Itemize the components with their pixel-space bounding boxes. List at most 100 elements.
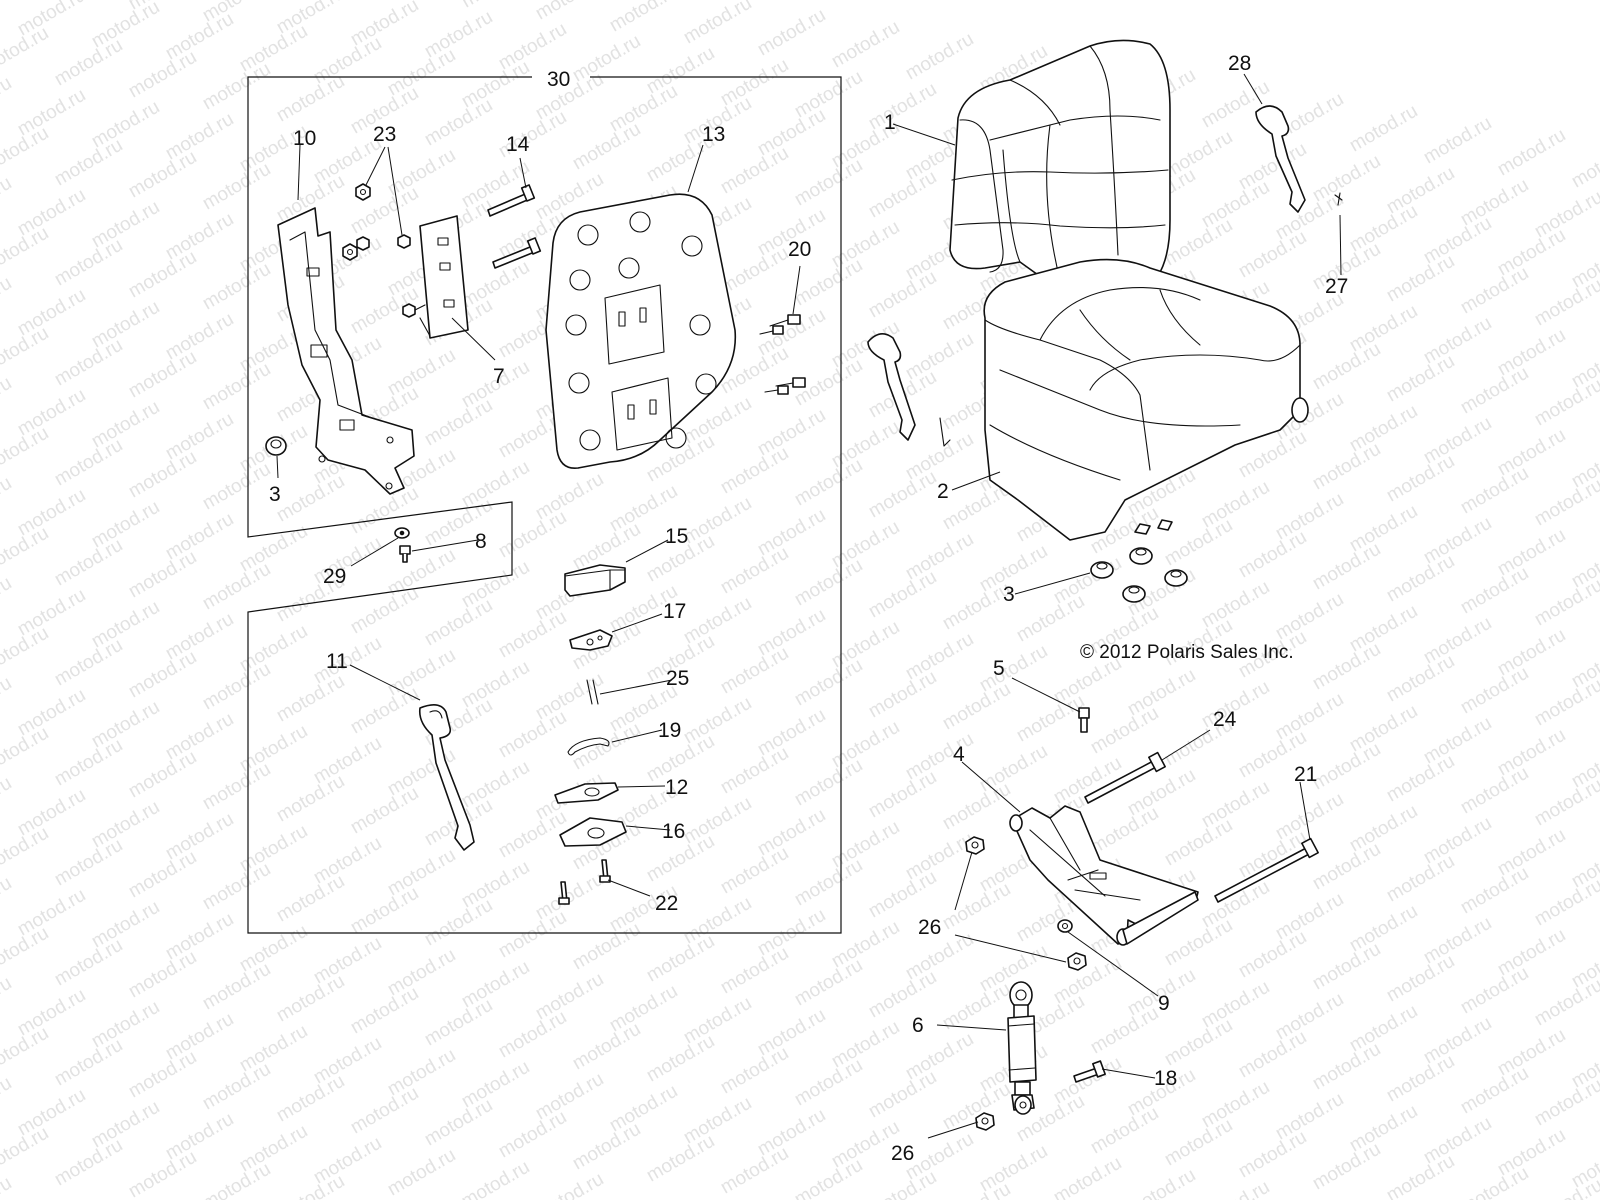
watermark-text: motod.ru bbox=[0, 573, 15, 629]
leader-lines bbox=[276, 73, 1342, 1139]
watermark-text: motod.ru bbox=[1531, 475, 1600, 531]
watermark-text: motod.ru bbox=[199, 859, 274, 915]
watermark-text: motod.ru bbox=[384, 1145, 459, 1200]
watermark-text: motod.ru bbox=[0, 73, 15, 129]
callout-24: 24 bbox=[1213, 708, 1237, 731]
watermark-text: motod.ru bbox=[347, 783, 422, 839]
watermark-text: motod.ru bbox=[0, 523, 52, 579]
part-28-hook bbox=[1255, 105, 1306, 213]
callout-23: 23 bbox=[373, 123, 396, 146]
watermark-text: motod.ru bbox=[1383, 451, 1458, 507]
watermark-text: motod.ru bbox=[1457, 663, 1532, 719]
part-6-shock-absorber bbox=[1007, 981, 1037, 1115]
watermark-text: motod.ru bbox=[1235, 1127, 1310, 1183]
watermark-text: motod.ru bbox=[1161, 215, 1236, 271]
watermark-text: motod.ru bbox=[791, 1155, 866, 1200]
callout-7: 7 bbox=[493, 365, 505, 388]
watermark-text: motod.ru bbox=[458, 0, 533, 12]
watermark-text: motod.ru bbox=[0, 1073, 15, 1129]
watermark-text: motod.ru bbox=[0, 873, 15, 929]
watermark-text: motod.ru bbox=[939, 779, 1014, 835]
watermark-text: motod.ru bbox=[1457, 1163, 1532, 1200]
watermark-text: motod.ru bbox=[1309, 639, 1384, 695]
watermark-text: motod.ru bbox=[0, 0, 15, 28]
callout-29: 29 bbox=[323, 565, 346, 588]
watermark-text: motod.ru bbox=[0, 223, 52, 279]
watermark-text: motod.ru bbox=[1087, 803, 1162, 859]
watermark-text: motod.ru bbox=[569, 719, 644, 775]
watermark-text: motod.ru bbox=[754, 5, 829, 61]
watermark-text: motod.ru bbox=[717, 143, 792, 199]
callout-27: 27 bbox=[1325, 275, 1348, 298]
watermark-text: motod.ru bbox=[347, 983, 422, 1039]
callout-17: 17 bbox=[663, 600, 686, 623]
watermark-text: motod.ru bbox=[1457, 1063, 1532, 1119]
watermark-text: motod.ru bbox=[0, 1123, 52, 1179]
watermark-text: motod.ru bbox=[532, 1169, 607, 1200]
callout-15: 15 bbox=[665, 525, 688, 548]
callouts: 1 2 3 3 4 5 6 7 8 9 10 11 12 13 14 15 16… bbox=[269, 52, 1348, 1165]
watermark-text: motod.ru bbox=[1383, 251, 1458, 307]
watermark-text: motod.ru bbox=[1457, 263, 1532, 319]
part-9-washer bbox=[1057, 919, 1073, 933]
watermark-text: motod.ru bbox=[51, 135, 126, 191]
watermark-text: motod.ru bbox=[1457, 363, 1532, 419]
watermark-text: motod.ru bbox=[1235, 1027, 1310, 1083]
callout-26-upper: 26 bbox=[918, 916, 941, 939]
watermark-text: motod.ru bbox=[51, 335, 126, 391]
watermark-text: motod.ru bbox=[717, 843, 792, 899]
watermark-text: motod.ru bbox=[0, 273, 15, 329]
watermark-text: motod.ru bbox=[421, 1095, 496, 1151]
watermark-text: motod.ru bbox=[0, 323, 52, 379]
part-23-nuts bbox=[342, 183, 416, 318]
part-17-latch bbox=[569, 629, 613, 651]
watermark-text: motod.ru bbox=[0, 823, 52, 879]
watermark-text: motod.ru bbox=[791, 555, 866, 611]
watermark-text: motod.ru bbox=[0, 123, 52, 179]
watermark-text: motod.ru bbox=[0, 373, 15, 429]
watermark-text: motod.ru bbox=[51, 1035, 126, 1091]
watermark-text: motod.ru bbox=[347, 883, 422, 939]
part-12-plate bbox=[554, 782, 619, 804]
watermark-text: motod.ru bbox=[1457, 763, 1532, 819]
watermark-text: motod.ru bbox=[199, 659, 274, 715]
watermark-text: motod.ru bbox=[0, 23, 52, 79]
watermark-text: motod.ru bbox=[199, 59, 274, 115]
callout-25: 25 bbox=[666, 667, 689, 690]
callout-21: 21 bbox=[1294, 763, 1317, 786]
watermark-text: motod.ru bbox=[273, 471, 348, 527]
callout-28: 28 bbox=[1228, 52, 1251, 75]
callout-22: 22 bbox=[655, 892, 678, 915]
watermark-text: motod.ru bbox=[125, 47, 200, 103]
callout-6: 6 bbox=[912, 1014, 924, 1037]
watermark-text: motod.ru bbox=[1531, 575, 1600, 631]
watermark-text: motod.ru bbox=[51, 235, 126, 291]
watermark-text: motod.ru bbox=[532, 0, 607, 24]
watermark-text: motod.ru bbox=[1087, 1003, 1162, 1059]
watermark-text: motod.ru bbox=[1531, 1175, 1600, 1200]
watermark-text: motod.ru bbox=[1457, 463, 1532, 519]
part-26-nuts bbox=[965, 836, 1087, 1131]
watermark-text: motod.ru bbox=[51, 835, 126, 891]
watermark-text: motod.ru bbox=[0, 423, 52, 479]
watermark-text: motod.ru bbox=[1309, 539, 1384, 595]
watermark-text: motod.ru bbox=[1420, 113, 1495, 169]
watermark-text: motod.ru bbox=[199, 359, 274, 415]
watermark-text: motod.ru bbox=[865, 167, 940, 223]
watermark-text: motod.ru bbox=[0, 1173, 15, 1200]
part-8-screw bbox=[399, 545, 411, 563]
watermark-text: motod.ru bbox=[51, 435, 126, 491]
watermark-text: motod.ru bbox=[51, 1135, 126, 1191]
watermark-text: motod.ru bbox=[939, 1179, 1014, 1200]
watermark-text: motod.ru bbox=[125, 747, 200, 803]
callout-5: 5 bbox=[993, 657, 1005, 680]
callout-4: 4 bbox=[953, 743, 965, 766]
watermark-text: motod.ru bbox=[347, 583, 422, 639]
watermark-text: motod.ru bbox=[1531, 975, 1600, 1031]
watermark-text: motod.ru bbox=[1531, 275, 1600, 331]
part-4-frame bbox=[1009, 805, 1199, 946]
callout-30: 30 bbox=[547, 68, 570, 91]
watermark-text: motod.ru bbox=[347, 483, 422, 539]
watermark-text: motod.ru bbox=[0, 673, 15, 729]
